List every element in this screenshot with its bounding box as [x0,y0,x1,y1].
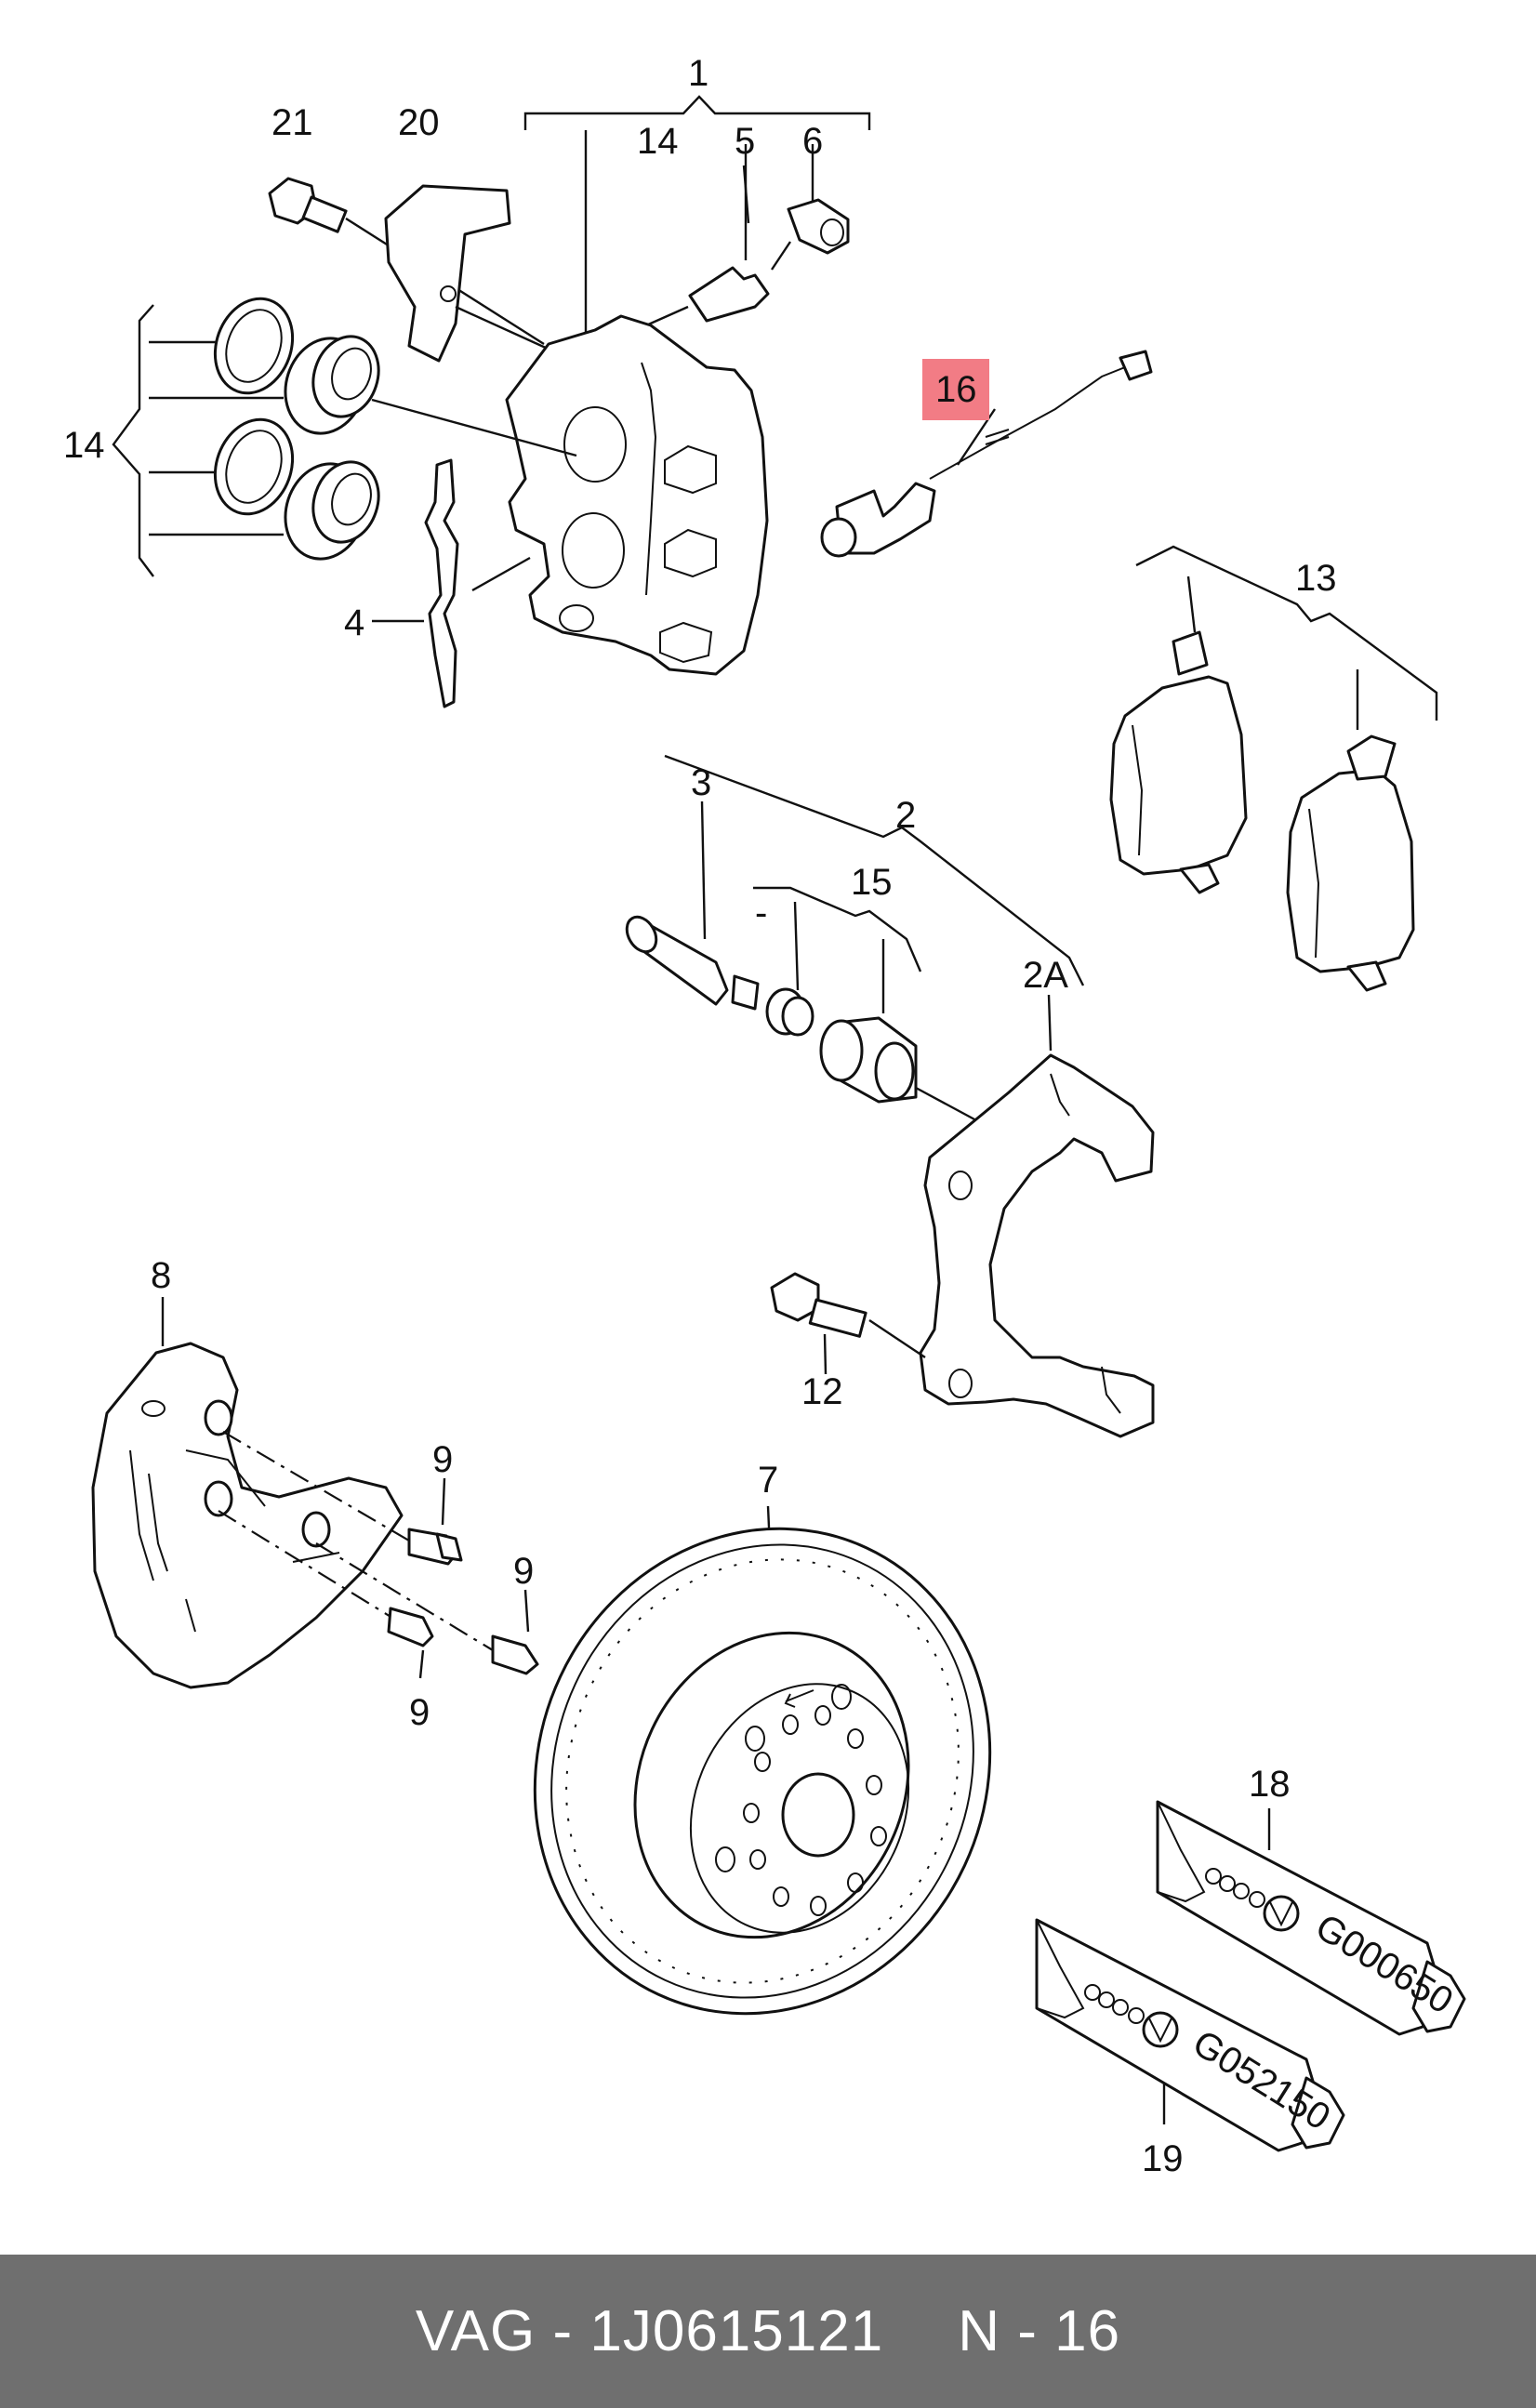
wear-sensor-16[interactable] [820,350,1153,558]
guide-sleeve-15[interactable] [819,1016,977,1122]
grease-tube-18[interactable]: G000650 [1156,1800,1466,2036]
label-14-top: 14 [637,121,679,162]
bolt-12[interactable] [770,1272,926,1375]
label-8: 8 [151,1255,171,1296]
guide-boot[interactable] [765,987,814,1037]
footer-brand: VAG [415,2299,536,2363]
label-12: 12 [801,1371,843,1412]
label-13: 13 [1295,558,1337,599]
part-number-footer: VAG - 1J0615121 N - 16 [0,2255,1536,2408]
label-9-b: 9 [513,1551,534,1592]
brake-pad-inner[interactable] [1109,630,1248,894]
clip-20[interactable] [384,184,559,363]
bleed-screw-5[interactable] [645,144,770,327]
seal-ring-lower[interactable] [203,408,306,524]
label-7: 7 [758,1460,778,1501]
callout-bracket-13 [1135,545,1438,730]
label-9-a: 9 [432,1439,453,1480]
label-1: 1 [688,53,708,94]
screws-9[interactable] [218,1431,539,1679]
footer-position: 16 [1054,2299,1121,2363]
piston-lower[interactable] [273,454,389,570]
label-19: 19 [1142,2138,1184,2179]
caliper-carrier-2A[interactable] [919,994,1155,1438]
label-9-c: 9 [409,1692,430,1733]
label-3: 3 [691,762,711,803]
label-14-left: 14 [63,425,105,466]
callout-bracket-2 [664,754,1085,1013]
brake-disc-7[interactable] [456,1453,1068,2088]
label-18: 18 [1249,1764,1291,1805]
parts-diagram: G000650 G052150 1 14 5 6 21 20 14 4 16 1… [63,53,1466,2179]
footer-separator-2: - [1017,2299,1038,2363]
highlight-box-16 [922,359,989,420]
grease-tube-19[interactable]: G052150 [1035,1918,1345,2152]
footer-separator: - [552,2299,574,2363]
caliper-housing-1[interactable] [505,314,769,676]
label-20: 20 [398,102,440,143]
brake-pad-outer[interactable] [1286,734,1415,992]
label-16: 16 [935,369,977,410]
splash-shield-8[interactable] [91,1297,404,1689]
footer-part-number: 1J0615121 [589,2299,884,2363]
label-21: 21 [271,102,313,143]
piston-upper[interactable] [273,328,577,457]
cap-6[interactable] [771,144,850,271]
label-4: 4 [344,602,364,643]
guide-pin-3[interactable] [621,912,760,1011]
label-5: 5 [735,121,755,162]
label-6: 6 [802,121,823,162]
footer-position-prefix: N [958,2299,1000,2363]
label-dash: - [755,893,767,933]
label-15: 15 [851,862,893,903]
label-2A: 2A [1023,955,1068,996]
spring-clip-4[interactable] [372,458,531,708]
label-2: 2 [895,795,916,836]
seal-ring-upper[interactable] [203,287,306,404]
callout-bracket-14-left [112,304,284,577]
